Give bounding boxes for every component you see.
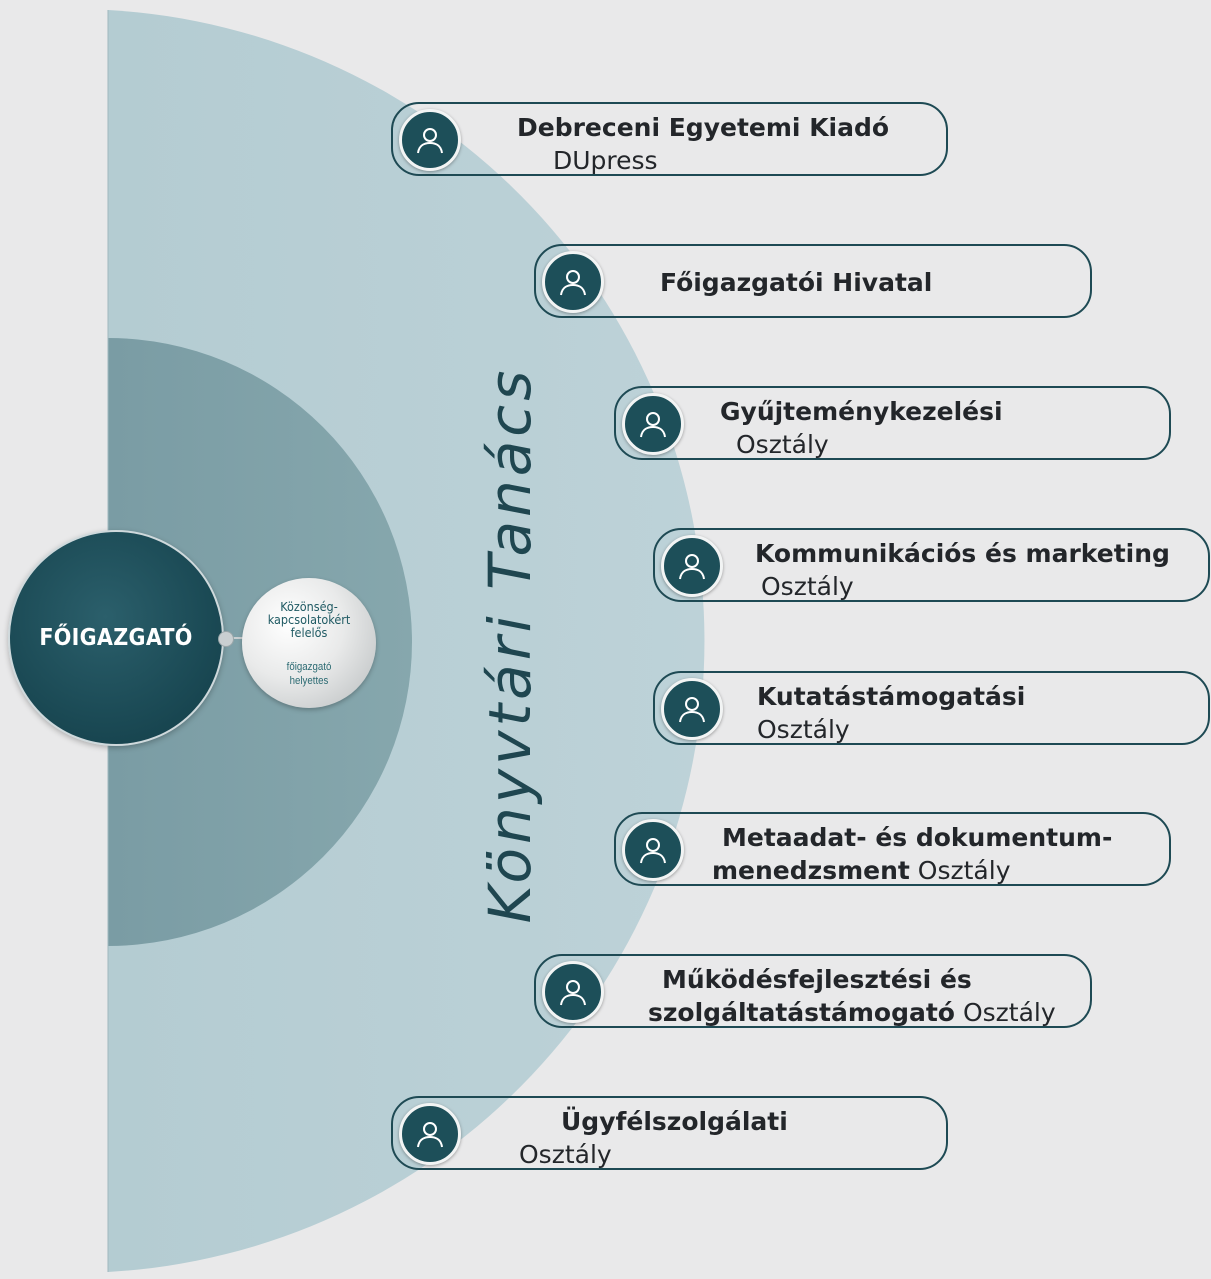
unit-dupress: Debreceni Egyetemi Kiadó DUpress	[391, 102, 948, 176]
deputy-title-line1: főigazgató	[286, 661, 332, 673]
deputy-role-line1: Közönség-	[280, 599, 338, 614]
unit-ugyfelszolgalati: Ügyfélszolgálati Osztály	[391, 1096, 948, 1170]
director-circle: FŐIGAZGATÓ	[8, 530, 224, 746]
unit-name-line1: Metaadat- és dokumentum-	[722, 823, 1113, 852]
unit-mukodesfejlesztesi: Működésfejlesztési és szolgáltatástámoga…	[534, 954, 1092, 1028]
unit-kommunikacios: Kommunikációs és marketing Osztály	[653, 528, 1210, 602]
deputy-role-line3: felelős	[290, 625, 328, 640]
unit-kutatastamogatasi: Kutatástámogatási Osztály	[653, 671, 1210, 745]
person-icon	[542, 961, 604, 1023]
person-icon	[542, 251, 604, 313]
person-icon	[661, 535, 723, 597]
deputy-circle: Közönség- kapcsolatokért felelős főigazg…	[242, 578, 376, 708]
person-icon	[661, 678, 723, 740]
unit-name: Ügyfélszolgálati	[561, 1107, 788, 1136]
unit-name: Kommunikációs és marketing	[755, 539, 1170, 568]
unit-sub: Osztály	[519, 1140, 612, 1169]
unit-name-line2: szolgáltatástámogató	[648, 998, 955, 1027]
director-label: FŐIGAZGATÓ	[39, 625, 193, 651]
unit-gyujtemenykezelesi: Gyűjteménykezelési Osztály	[614, 386, 1171, 460]
unit-sub: Osztály	[962, 998, 1056, 1027]
unit-foigazgatoi-hivatal: Főigazgatói Hivatal	[534, 244, 1092, 318]
unit-metaadat: Metaadat- és dokumentum- menedzsment Osz…	[614, 812, 1171, 886]
connector-line	[226, 637, 248, 639]
unit-sub: Osztály	[757, 715, 850, 744]
unit-name-line2: menedzsment	[712, 856, 910, 885]
unit-name-line1: Működésfejlesztési és	[662, 965, 972, 994]
unit-sub: Osztály	[761, 572, 854, 601]
unit-name: Kutatástámogatási	[757, 682, 1026, 711]
deputy-role-line2: kapcsolatokért	[267, 612, 351, 627]
connector-dot	[218, 631, 234, 647]
deputy-title-line2: helyettes	[289, 675, 329, 687]
person-icon	[622, 819, 684, 881]
unit-sub: Osztály	[917, 856, 1011, 885]
unit-name: Gyűjteménykezelési	[720, 397, 1003, 426]
unit-name: Főigazgatói Hivatal	[660, 268, 933, 297]
unit-sub: DUpress	[553, 146, 658, 175]
unit-sub: Osztály	[736, 430, 829, 459]
person-icon	[399, 1103, 461, 1165]
unit-name: Debreceni Egyetemi Kiadó	[517, 113, 890, 142]
person-icon	[622, 393, 684, 455]
person-icon	[399, 109, 461, 171]
